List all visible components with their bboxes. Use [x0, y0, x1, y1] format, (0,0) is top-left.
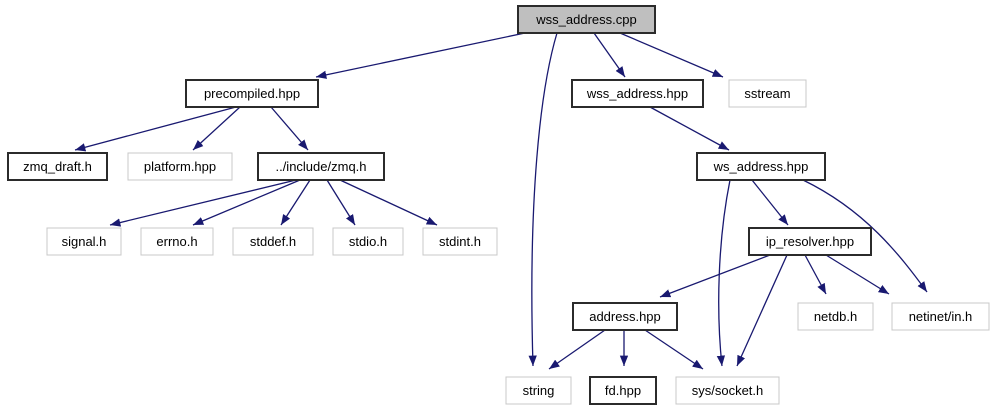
node-box-stdint_h[interactable]: [422, 227, 498, 256]
edge-address_hpp-to-string: [548, 329, 606, 370]
node-box-errno_h[interactable]: [140, 227, 214, 256]
edge-precompiled_hpp-to-include_zmq_h: [270, 106, 309, 151]
edge-precompiled_hpp-to-zmq_draft_h: [74, 106, 237, 152]
node-ip_resolver_hpp[interactable]: ip_resolver.hpp: [748, 227, 872, 256]
node-precompiled_hpp[interactable]: precompiled.hpp: [185, 79, 319, 108]
node-fd_hpp[interactable]: fd.hpp: [589, 376, 657, 405]
node-wss_address_cpp[interactable]: wss_address.cpp: [517, 5, 656, 34]
node-zmq_draft_h[interactable]: zmq_draft.h: [7, 152, 108, 181]
edge-layer: [74, 32, 928, 370]
edge-ip_resolver_hpp-to-netinet_in_h: [825, 254, 890, 295]
node-box-wss_address_hpp[interactable]: [571, 79, 704, 108]
node-address_hpp[interactable]: address.hpp: [572, 302, 678, 331]
node-box-include_zmq_h[interactable]: [257, 152, 385, 181]
node-box-platform_hpp[interactable]: [127, 152, 233, 181]
node-box-netdb_h[interactable]: [797, 302, 874, 331]
edge-wss_address_cpp-to-sstream: [619, 32, 724, 78]
edge-wss_address_cpp-to-wss_address_hpp: [593, 32, 626, 78]
node-layer: wss_address.cpp precompiled.hpp wss_addres…: [7, 5, 990, 405]
node-include_zmq_h[interactable]: ../include/zmq.h: [257, 152, 385, 181]
node-box-precompiled_hpp[interactable]: [185, 79, 319, 108]
node-platform_hpp[interactable]: platform.hpp: [127, 152, 233, 181]
node-box-wss_address_cpp[interactable]: [517, 5, 656, 34]
node-box-ip_resolver_hpp[interactable]: [748, 227, 872, 256]
edge-include_zmq_h-to-stdint_h: [339, 179, 438, 226]
node-string[interactable]: string: [505, 376, 572, 405]
edge-include_zmq_h-to-signal_h: [109, 179, 297, 227]
edge-precompiled_hpp-to-platform_hpp: [192, 106, 241, 151]
node-box-stdio_h[interactable]: [332, 227, 404, 256]
edge-wss_address_cpp-to-precompiled_hpp: [315, 32, 526, 79]
node-wss_address_hpp[interactable]: wss_address.hpp: [571, 79, 704, 108]
node-box-sys_socket_h[interactable]: [675, 376, 780, 405]
node-sstream[interactable]: sstream: [728, 79, 807, 108]
node-stdint_h[interactable]: stdint.h: [422, 227, 498, 256]
node-box-sstream[interactable]: [728, 79, 807, 108]
edge-ip_resolver_hpp-to-netdb_h: [804, 254, 827, 295]
node-box-ws_address_hpp[interactable]: [696, 152, 826, 181]
node-netinet_in_h[interactable]: netinet/in.h: [891, 302, 990, 331]
edge-ip_resolver_hpp-to-address_hpp: [659, 254, 771, 298]
edge-include_zmq_h-to-stddef_h: [280, 179, 311, 226]
edge-include_zmq_h-to-stdio_h: [326, 179, 356, 226]
node-box-signal_h[interactable]: [46, 227, 122, 256]
node-box-string[interactable]: [505, 376, 572, 405]
node-stddef_h[interactable]: stddef.h: [232, 227, 314, 256]
node-box-address_hpp[interactable]: [572, 302, 678, 331]
edge-wss_address_cpp-to-string: [528, 32, 558, 367]
node-box-fd_hpp[interactable]: [589, 376, 657, 405]
node-netdb_h[interactable]: netdb.h: [797, 302, 874, 331]
edge-address_hpp-to-sys_socket_h: [644, 329, 704, 370]
edge-ip_resolver_hpp-to-sys_socket_h: [736, 254, 788, 367]
node-stdio_h[interactable]: stdio.h: [332, 227, 404, 256]
edge-ws_address_hpp-to-netinet_in_h: [802, 179, 928, 293]
node-box-zmq_draft_h[interactable]: [7, 152, 108, 181]
node-sys_socket_h[interactable]: sys/socket.h: [675, 376, 780, 405]
edge-include_zmq_h-to-errno_h: [192, 179, 301, 226]
node-box-netinet_in_h[interactable]: [891, 302, 990, 331]
node-signal_h[interactable]: signal.h: [46, 227, 122, 256]
node-errno_h[interactable]: errno.h: [140, 227, 214, 256]
node-box-stddef_h[interactable]: [232, 227, 314, 256]
edge-wss_address_hpp-to-ws_address_hpp: [649, 106, 730, 151]
node-ws_address_hpp[interactable]: ws_address.hpp: [696, 152, 826, 181]
edge-ws_address_hpp-to-ip_resolver_hpp: [751, 179, 789, 226]
